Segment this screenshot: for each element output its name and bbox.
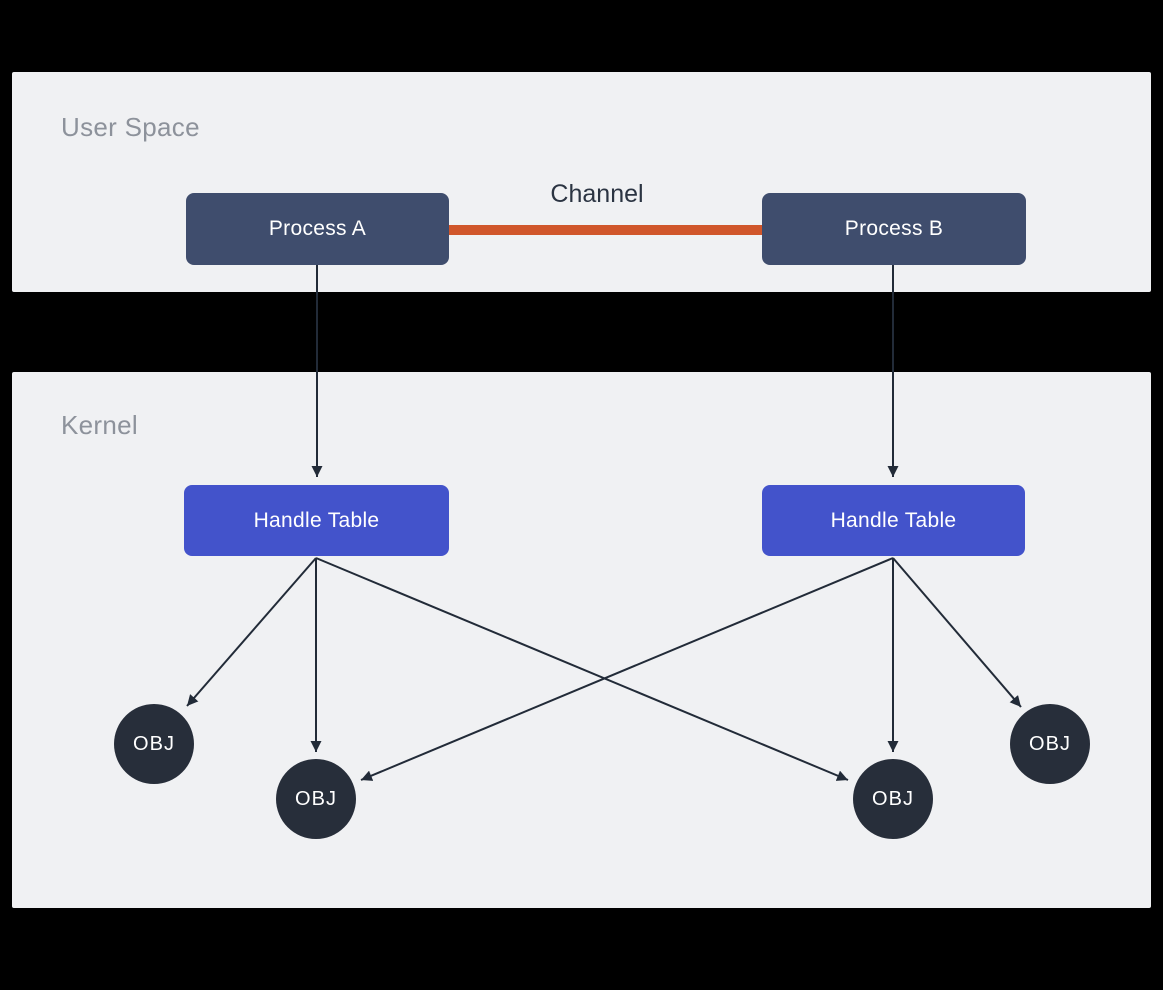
obj-node-2: OBJ [276,759,356,839]
obj-node-4-label: OBJ [1029,732,1071,755]
process-a-node: Process A [186,193,449,265]
kernel-panel [12,372,1151,908]
obj-node-2-label: OBJ [295,787,337,810]
obj-node-3: OBJ [853,759,933,839]
process-b-node: Process B [762,193,1026,265]
obj-node-4: OBJ [1010,704,1090,784]
channel-label: Channel [550,180,644,208]
handle-table-a-node: Handle Table [184,485,449,556]
obj-node-3-label: OBJ [872,787,914,810]
obj-node-1: OBJ [114,704,194,784]
user-space-label: User Space [61,112,200,142]
process-b-label: Process B [844,217,944,240]
handle-table-b-label: Handle Table [830,508,957,532]
kernel-label: Kernel [61,410,138,440]
handle-table-b-node: Handle Table [762,485,1025,556]
obj-node-1-label: OBJ [133,732,175,755]
process-a-label: Process A [268,217,367,240]
handle-table-a-label: Handle Table [253,508,380,532]
